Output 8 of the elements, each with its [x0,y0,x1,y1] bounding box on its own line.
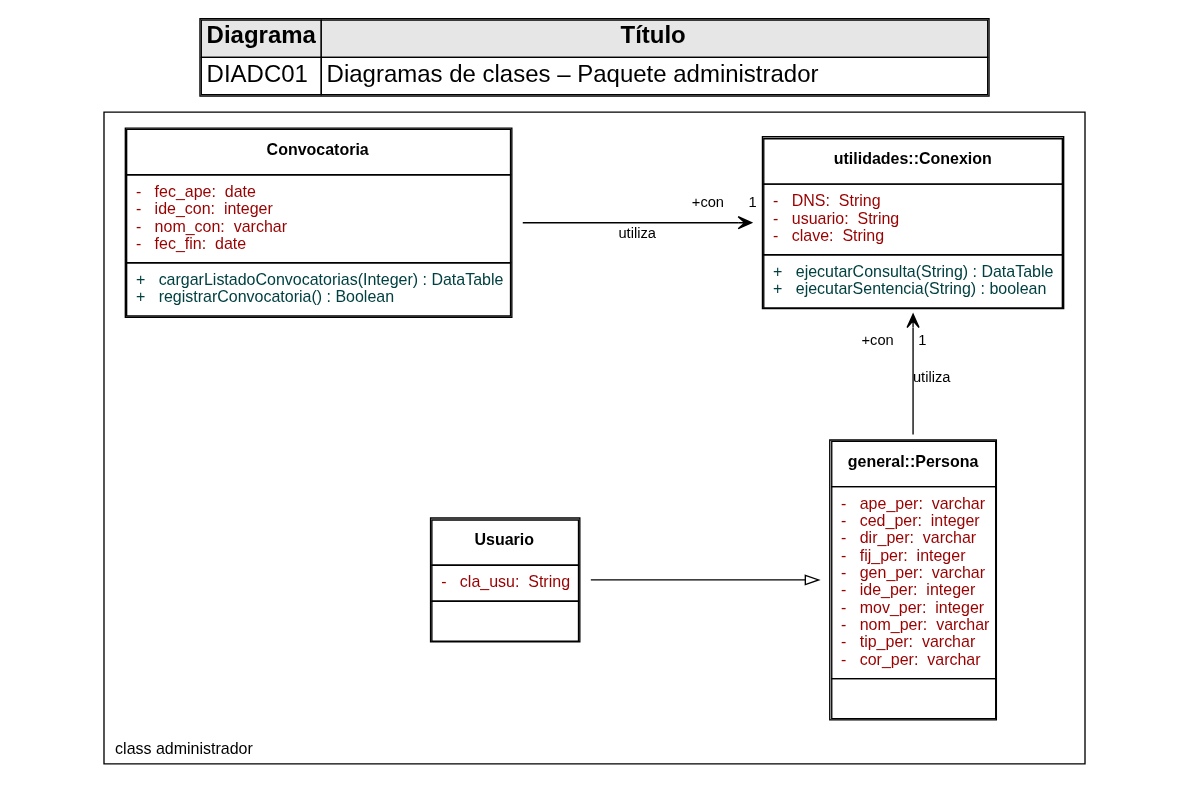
label: Título [619,21,686,49]
label: Diagrama [206,21,316,49]
edge-label: utiliza [617,225,656,242]
label: +con 1 [861,332,926,349]
label: Diagramas de clases – Paquete administrador [326,59,819,87]
label: +con 1 [691,194,757,211]
edge-label: utiliza [912,369,950,386]
label: DIADC01 [206,59,308,87]
